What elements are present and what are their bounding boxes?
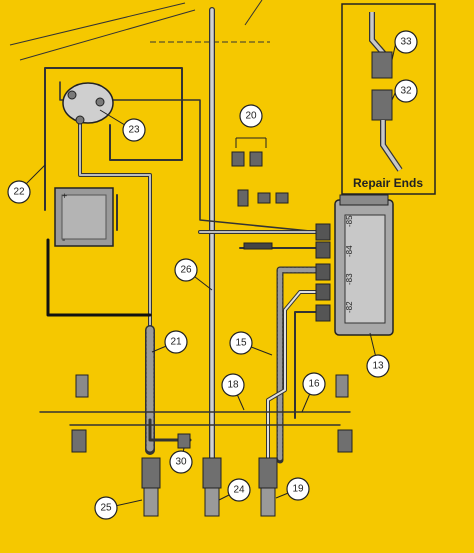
callout-30-label: 30 xyxy=(175,457,187,468)
callout-32: 32 xyxy=(394,79,418,103)
wire-harness xyxy=(39,7,351,464)
starter-solenoid xyxy=(62,82,114,125)
bottom-connectors xyxy=(71,374,353,517)
callout-19: 19 xyxy=(286,477,310,501)
callout-22-label: 22 xyxy=(13,187,25,198)
callout-13-label: 13 xyxy=(372,361,384,372)
callout-22: 22 xyxy=(7,180,31,204)
callout-26-label: 26 xyxy=(180,265,192,276)
fuse-label-83: -83 xyxy=(345,273,354,285)
callout-26: 26 xyxy=(174,258,198,282)
callout-23: 23 xyxy=(122,118,146,142)
battery-plus-label: + xyxy=(62,191,67,201)
battery-minus-label: - xyxy=(62,235,65,246)
callout-25: 25 xyxy=(94,496,118,520)
battery: + - xyxy=(54,187,114,247)
callout-33: 33 xyxy=(394,30,418,54)
callout-30: 30 xyxy=(169,450,193,474)
callout-15-label: 15 xyxy=(235,338,247,349)
callout-21: 21 xyxy=(164,330,188,354)
callout-15: 15 xyxy=(229,331,253,355)
callout-23-label: 23 xyxy=(128,125,140,136)
callout-16-label: 16 xyxy=(308,379,320,390)
fuse-label-85: -85 xyxy=(345,215,354,227)
callout-18-label: 18 xyxy=(227,380,239,391)
repair-ends-caption: Repair Ends xyxy=(353,176,423,190)
callout-32-label: 32 xyxy=(400,86,412,97)
callout-25-label: 25 xyxy=(100,503,112,514)
fuse-label-82: -82 xyxy=(345,301,354,313)
fuse-label-84: -84 xyxy=(345,245,354,257)
callout-24-label: 24 xyxy=(233,485,245,496)
callout-21-label: 21 xyxy=(170,337,182,348)
callout-19-label: 19 xyxy=(292,484,304,495)
callout-16: 16 xyxy=(302,372,326,396)
callout-13: 13 xyxy=(366,354,390,378)
callout-20: 20 xyxy=(239,104,263,128)
callout-20-label: 20 xyxy=(245,111,257,122)
fuse-connectors-group xyxy=(231,137,289,250)
callout-24: 24 xyxy=(227,478,251,502)
callout-18: 18 xyxy=(221,373,245,397)
callout-33-label: 33 xyxy=(400,37,412,48)
fuse-relay-box: -85 -84 -83 -82 xyxy=(315,194,394,336)
repair-ends-inset: Repair Ends xyxy=(341,3,436,195)
